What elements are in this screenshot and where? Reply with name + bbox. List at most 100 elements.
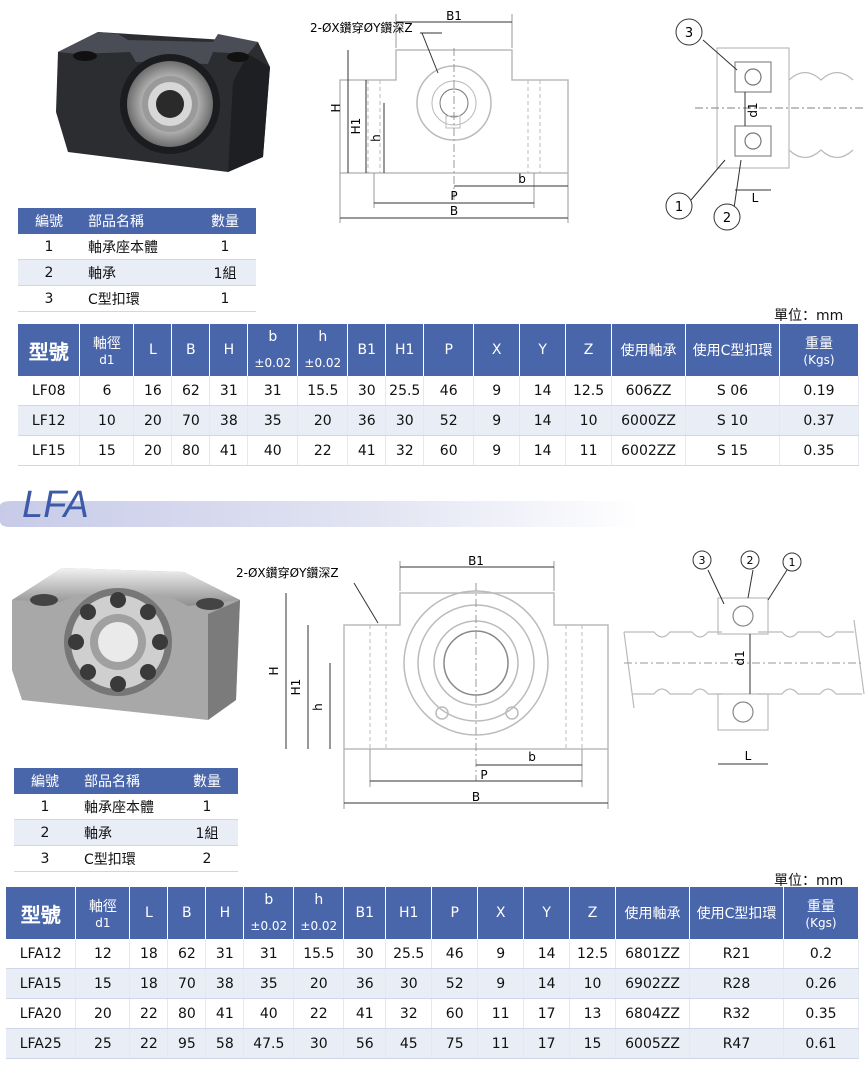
table-cell: 15 xyxy=(75,968,131,999)
table-cell: 14 xyxy=(519,435,567,466)
header-bearing: 使用軸承 xyxy=(611,324,687,376)
table-cell: 0.37 xyxy=(779,405,860,436)
table-cell: 18 xyxy=(129,968,169,999)
table-cell: 58 xyxy=(205,1028,245,1059)
table-cell: 22 xyxy=(293,998,345,1029)
table-cell: 6005ZZ xyxy=(615,1028,691,1059)
lfa-unit-label: 單位：mm xyxy=(774,873,844,889)
table-cell: 0.26 xyxy=(783,968,860,999)
lfa-dim-hs: h xyxy=(311,703,325,711)
lf-product-photo xyxy=(56,32,270,172)
table-cell: 41 xyxy=(343,998,387,1029)
header-y: Y xyxy=(519,324,567,376)
lf-dim-l: L xyxy=(752,191,759,205)
table-cell: 9 xyxy=(473,405,521,436)
header-h1: H1 xyxy=(385,887,433,939)
header-model: 型號 xyxy=(18,324,81,376)
table-cell: 56 xyxy=(343,1028,387,1059)
table-cell: 9 xyxy=(473,435,521,466)
header-h-tol: ±0.02 xyxy=(297,350,349,376)
table-cell: 6804ZZ xyxy=(615,998,691,1029)
table-cell: 20 xyxy=(297,405,349,436)
table-cell: 30 xyxy=(293,1028,345,1059)
header-h-small: h xyxy=(297,324,349,350)
lfa-dim-h: H xyxy=(267,666,281,675)
table-cell: 38 xyxy=(209,405,249,436)
parts-header-qty: 數量 xyxy=(194,208,256,234)
table-cell: 35 xyxy=(243,968,295,999)
lfa-section-title: LFA xyxy=(22,484,89,526)
table-cell: LFA12 xyxy=(6,939,77,969)
table-cell: 80 xyxy=(167,998,207,1029)
table-cell: 32 xyxy=(385,998,433,1029)
header-b1: B1 xyxy=(347,324,387,376)
header-bearing: 使用軸承 xyxy=(615,887,691,939)
lfa-dim-d1: d1 xyxy=(733,650,747,665)
header-h-small: h xyxy=(293,887,345,913)
lfa-callouts: 3 2 1 xyxy=(692,550,802,572)
lf-dim-hs: h xyxy=(369,134,383,142)
table-cell: 22 xyxy=(129,998,169,1029)
table-cell: 20 xyxy=(293,968,345,999)
lfa-callout-2: 2 xyxy=(747,554,754,567)
table-cell: 22 xyxy=(129,1028,169,1059)
table-cell: 15 xyxy=(79,435,135,466)
table-cell: 606ZZ xyxy=(611,376,687,406)
header-ring: 使用C型扣環 xyxy=(689,887,784,939)
lfa-dim-b: B xyxy=(472,790,480,804)
table-cell: 0.2 xyxy=(783,939,860,969)
table-cell: 41 xyxy=(347,435,387,466)
lfa-callout-1: 1 xyxy=(789,556,796,569)
header-p: P xyxy=(423,324,475,376)
table-cell: 47.5 xyxy=(243,1028,295,1059)
table-cell: 30 xyxy=(347,376,387,406)
table-cell: 40 xyxy=(243,998,295,1029)
lfa-hole-note: 2-ØX鑽穿ØY鑽深Z xyxy=(236,565,339,580)
table-cell: 36 xyxy=(347,405,387,436)
lfa-side-drawing: d1 L 3 2 1 xyxy=(623,550,865,765)
lf-callouts: 3 1 2 xyxy=(665,18,741,231)
lfa-dim-p: P xyxy=(480,768,487,782)
header-h: H xyxy=(209,324,249,376)
table-cell: S 10 xyxy=(685,405,780,436)
table-cell: 14 xyxy=(519,405,567,436)
table-cell: 11 xyxy=(477,1028,525,1059)
header-h-tol: ±0.02 xyxy=(293,913,345,939)
table-cell: 9 xyxy=(473,376,521,406)
table-cell: 0.61 xyxy=(783,1028,860,1059)
table-cell: 12.5 xyxy=(569,939,617,969)
table-cell: 0.35 xyxy=(779,435,860,466)
table-cell: 75 xyxy=(431,1028,479,1059)
table-cell: 10 xyxy=(569,968,617,999)
table-cell: 60 xyxy=(423,435,475,466)
table-cell: 36 xyxy=(343,968,387,999)
parts-header-name: 部品名稱 xyxy=(76,768,176,794)
table-cell: 25 xyxy=(75,1028,131,1059)
table-cell: 6801ZZ xyxy=(615,939,691,969)
header-b: B xyxy=(167,887,207,939)
table-cell: 41 xyxy=(205,998,245,1029)
header-z: Z xyxy=(565,324,613,376)
table-cell: 40 xyxy=(247,435,299,466)
header-x: X xyxy=(473,324,521,376)
table-cell: 14 xyxy=(523,968,571,999)
lfa-product-photo xyxy=(12,568,240,720)
table-cell: 60 xyxy=(431,998,479,1029)
lf-hole-note: 2-ØX鑽穿ØY鑽深Z xyxy=(310,20,413,35)
table-cell: 22 xyxy=(297,435,349,466)
table-cell: 30 xyxy=(385,968,433,999)
table-cell: 10 xyxy=(79,405,135,436)
table-cell: S 06 xyxy=(685,376,780,406)
table-cell: LFA25 xyxy=(6,1028,77,1059)
